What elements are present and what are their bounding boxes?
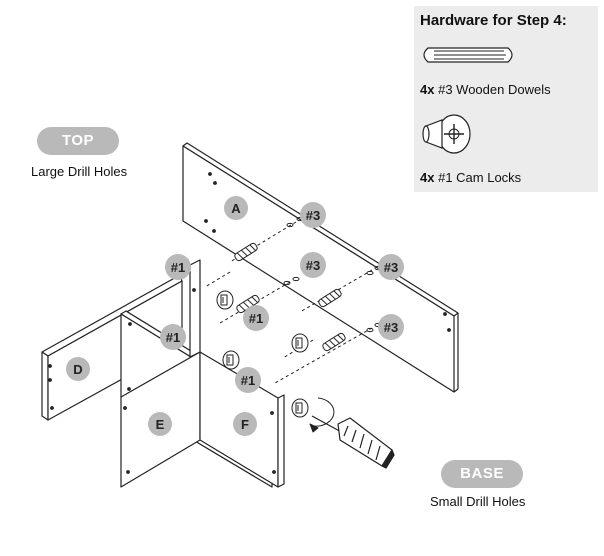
- base-caption: Small Drill Holes: [430, 494, 526, 509]
- dowel-callout: #3: [300, 252, 326, 278]
- panel-a-label: A: [224, 196, 248, 220]
- base-badge: BASE: [441, 460, 523, 488]
- cam-lock-hardware-line: 4x #1 Cam Locks: [420, 170, 521, 185]
- hardware-panel: Hardware for Step 4: 4x #3 Wooden Dowels…: [414, 6, 598, 192]
- cam-lock-icon: [422, 114, 471, 154]
- dowel-label: #3 Wooden Dowels: [438, 82, 551, 97]
- panel-d-label: D: [66, 357, 90, 381]
- cam-lock-label: #1 Cam Locks: [438, 170, 522, 185]
- wooden-dowel-icon: [423, 47, 513, 63]
- svg-text:D: D: [73, 362, 82, 377]
- screwdriver-icon: [311, 415, 395, 469]
- dowel-callout: #3: [378, 314, 404, 340]
- svg-text:#1: #1: [171, 260, 185, 275]
- svg-text:#3: #3: [306, 258, 320, 273]
- svg-text:E: E: [156, 417, 165, 432]
- svg-text:A: A: [231, 201, 241, 216]
- svg-text:#1: #1: [241, 373, 255, 388]
- svg-text:#3: #3: [384, 260, 398, 275]
- panel-f-label: F: [233, 412, 257, 436]
- svg-text:#3: #3: [306, 208, 320, 223]
- dowel-callout: #3: [300, 202, 326, 228]
- cam-lock-quantity: 4x: [420, 170, 435, 185]
- panel-e-label: E: [148, 412, 172, 436]
- cam-lock-parts: [216, 290, 309, 418]
- cam-lock-callout: #1: [235, 367, 261, 393]
- svg-text:#1: #1: [249, 311, 263, 326]
- dowel-parts: [234, 216, 382, 352]
- rotation-arrow-icon: [309, 397, 335, 433]
- hardware-title: Hardware for Step 4:: [420, 12, 567, 29]
- cam-lock-callout: #1: [165, 254, 191, 280]
- dowel-quantity: 4x: [420, 82, 435, 97]
- cam-lock-callout: #1: [160, 324, 186, 350]
- panel-d: [41, 274, 183, 421]
- svg-text:#3: #3: [384, 320, 398, 335]
- top-badge: TOP: [37, 127, 119, 155]
- top-caption: Large Drill Holes: [31, 164, 128, 179]
- dowel-hardware-line: 4x #3 Wooden Dowels: [420, 82, 551, 97]
- svg-text:F: F: [241, 417, 249, 432]
- cam-lock-callout: #1: [243, 305, 269, 331]
- upright-panel: [189, 259, 201, 358]
- dowel-callout: #3: [378, 254, 404, 280]
- svg-text:#1: #1: [166, 330, 180, 345]
